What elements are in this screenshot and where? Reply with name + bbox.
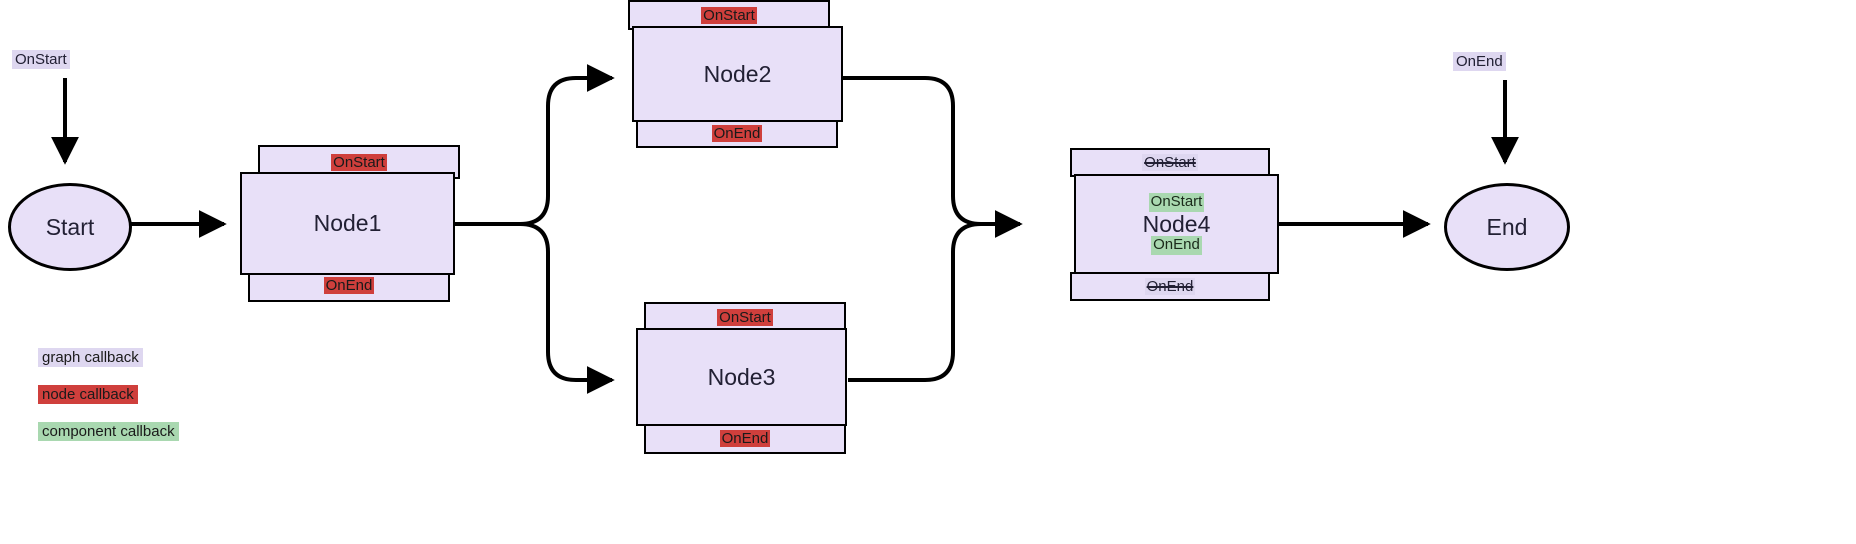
node-node1[interactable]: OnStart OnEnd Node1 (240, 145, 460, 305)
node1-label: Node1 (313, 210, 382, 237)
edge-node3-to-node4 (848, 222, 982, 382)
node3-back-bottom-panel: OnEnd (644, 422, 846, 454)
edge-node1-to-node2 (519, 64, 615, 226)
graph-callback-onstart-label: OnStart (12, 50, 70, 69)
edge-node2-to-node4 (842, 76, 1023, 238)
node1-onend-callback: OnEnd (323, 276, 375, 294)
node4-onend-component-callback: OnEnd (1151, 236, 1202, 255)
node2-body[interactable]: Node2 (632, 26, 843, 122)
legend-item-node-callback: node callback (38, 385, 138, 404)
node3-onend-callback: OnEnd (719, 429, 771, 447)
legend-item-component-callback: component callback (38, 422, 179, 441)
node2-back-top-panel: OnStart (628, 0, 830, 30)
graph-callback-onend-label: OnEnd (1453, 52, 1506, 71)
node4-onstart-component-callback: OnStart (1148, 193, 1205, 212)
node2-onend-callback: OnEnd (711, 124, 763, 142)
node3-body[interactable]: Node3 (636, 328, 847, 426)
node4-onstart-struck: OnStart (1142, 154, 1198, 171)
node4-onend-struck: OnEnd (1144, 278, 1196, 295)
node2-back-bottom-panel: OnEnd (636, 118, 838, 148)
node3-back-top-panel: OnStart (644, 302, 846, 332)
start-node-label: Start (45, 213, 95, 240)
node4-body[interactable]: OnStart Node4 OnEnd (1074, 174, 1279, 274)
node-node2[interactable]: OnStart OnEnd Node2 (628, 0, 848, 150)
node3-label: Node3 (707, 363, 776, 390)
node4-back-top-panel: OnStart (1070, 148, 1270, 177)
node1-body[interactable]: Node1 (240, 172, 455, 275)
legend-item-graph-callback: graph callback (38, 348, 143, 367)
node-node3[interactable]: OnStart OnEnd Node3 (636, 302, 856, 454)
edge-node1-to-node3 (519, 222, 615, 394)
node2-onstart-callback: OnStart (701, 6, 757, 24)
legend: graph callback node callback component c… (38, 348, 179, 441)
node4-label: Node4 (1142, 210, 1211, 237)
end-node[interactable]: End (1444, 183, 1570, 271)
node3-onstart-callback: OnStart (717, 308, 773, 326)
node4-back-bottom-panel: OnEnd (1070, 272, 1270, 301)
node2-label: Node2 (703, 60, 772, 87)
start-node[interactable]: Start (8, 183, 132, 271)
node-node4[interactable]: OnStart OnEnd OnStart Node4 OnEnd (1070, 148, 1280, 303)
node1-onstart-callback: OnStart (331, 153, 387, 171)
end-node-label: End (1486, 213, 1528, 240)
